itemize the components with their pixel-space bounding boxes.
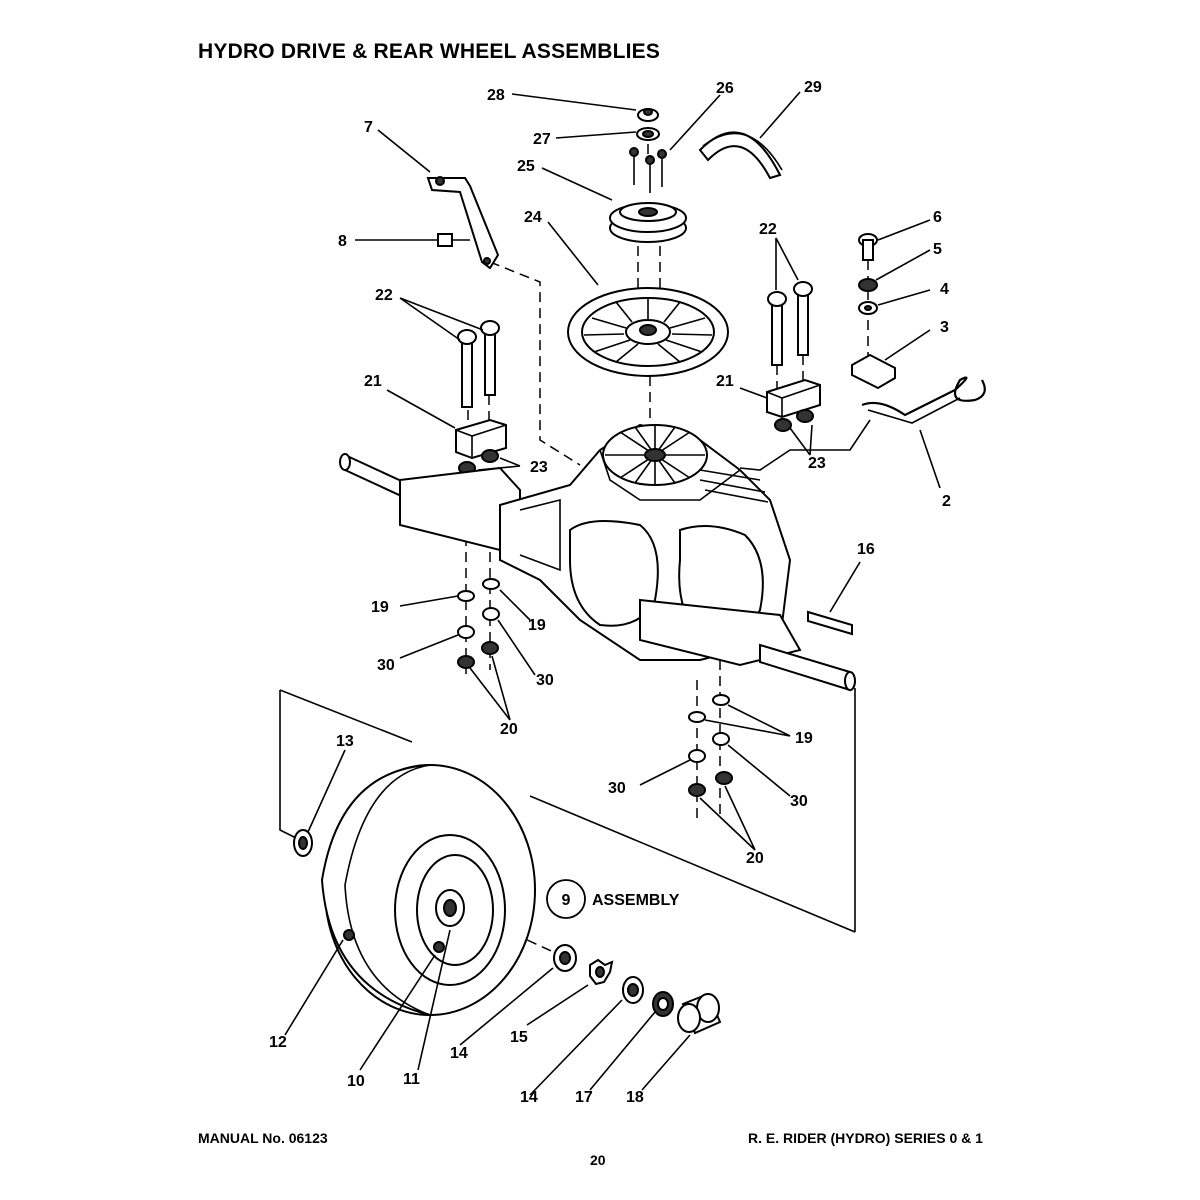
bolts-22-left <box>457 320 500 408</box>
spring-rod-2 <box>861 376 986 424</box>
wheel-hub-11 <box>433 889 465 953</box>
cooling-fan-fins <box>602 424 708 486</box>
washer-5 <box>858 278 878 292</box>
pulley-25 <box>609 202 687 243</box>
callout-30-d: 30 <box>790 793 808 810</box>
callout-18: 18 <box>626 1089 644 1106</box>
seal-17 <box>652 991 674 1017</box>
nut-28 <box>637 108 659 122</box>
assembly-number: 9 <box>562 892 571 909</box>
callout-26: 26 <box>716 80 734 97</box>
manual-number: MANUAL No. 06123 <box>198 1130 328 1146</box>
lock-washers-30 <box>457 607 730 763</box>
callout-15: 15 <box>510 1029 528 1046</box>
callout-19-mid: 19 <box>528 617 546 634</box>
callout-30-a: 30 <box>377 657 395 674</box>
assembly-reference: 9 ASSEMBLY <box>546 879 680 919</box>
bolts-22-right <box>767 281 813 366</box>
drive-belt-29 <box>698 131 783 180</box>
callout-leaders <box>284 91 941 1096</box>
callout-19-left: 19 <box>371 599 389 616</box>
callout-14-b: 14 <box>520 1089 538 1106</box>
callout-29: 29 <box>804 79 822 96</box>
callout-8: 8 <box>338 233 347 250</box>
washers-19 <box>457 578 730 723</box>
callout-10: 10 <box>347 1073 365 1090</box>
bearing-18 <box>677 992 722 1035</box>
assembly-number-circle <box>546 879 586 919</box>
callout-21-left: 21 <box>364 373 382 390</box>
callout-19-right: 19 <box>795 730 813 747</box>
callout-2: 2 <box>942 493 951 510</box>
spacer-block-21-right <box>766 378 821 419</box>
callout-4: 4 <box>940 281 949 298</box>
bracket-3 <box>851 353 896 390</box>
nuts-23 <box>458 409 814 475</box>
callout-11: 11 <box>403 1071 420 1088</box>
callout-21-right: 21 <box>716 373 734 390</box>
callout-6: 6 <box>933 209 942 226</box>
callout-labels: 28 26 29 7 27 25 24 8 22 22 6 5 4 3 21 2… <box>269 79 951 1106</box>
spacer-block-21-left <box>455 418 507 460</box>
callout-20-left: 20 <box>500 721 518 738</box>
callout-30-b: 30 <box>536 672 554 689</box>
nuts-20 <box>457 641 733 797</box>
washer-27 <box>636 127 660 141</box>
callout-12: 12 <box>269 1034 287 1051</box>
callout-23-left: 23 <box>530 459 548 476</box>
callout-3: 3 <box>940 319 949 336</box>
page-title: HYDRO DRIVE & REAR WHEEL ASSEMBLIES <box>198 40 661 63</box>
callout-28: 28 <box>487 87 505 104</box>
washer-4 <box>858 301 878 315</box>
page-number: 20 <box>590 1152 606 1168</box>
callout-17: 17 <box>575 1089 593 1106</box>
control-arm-7 <box>426 176 500 270</box>
callout-13: 13 <box>336 733 354 750</box>
washer-14-b <box>622 976 644 1004</box>
callout-20-right: 20 <box>746 850 764 867</box>
key-16 <box>807 610 853 636</box>
callout-16: 16 <box>857 541 875 558</box>
assembly-label: ASSEMBLY <box>592 892 680 909</box>
model-series: R. E. RIDER (HYDRO) SERIES 0 & 1 <box>748 1130 983 1146</box>
transaxle-housing <box>339 423 856 692</box>
callout-7: 7 <box>364 119 373 136</box>
hub-clip-15 <box>589 958 614 986</box>
washer-13 <box>293 829 313 857</box>
screws-26 <box>629 147 667 193</box>
fan-24 <box>567 287 729 377</box>
bolt-6 <box>858 233 878 261</box>
callout-25: 25 <box>517 158 535 175</box>
callout-5: 5 <box>933 241 942 258</box>
callout-30-c: 30 <box>608 780 626 797</box>
callout-24: 24 <box>524 209 542 226</box>
bolt-8 <box>437 233 470 247</box>
washer-14-a <box>553 944 577 972</box>
callout-14-a: 14 <box>450 1045 468 1062</box>
callout-22-left: 22 <box>375 287 393 304</box>
callout-27: 27 <box>533 131 551 148</box>
callout-22-right: 22 <box>759 221 777 238</box>
callout-23-right: 23 <box>808 455 826 472</box>
